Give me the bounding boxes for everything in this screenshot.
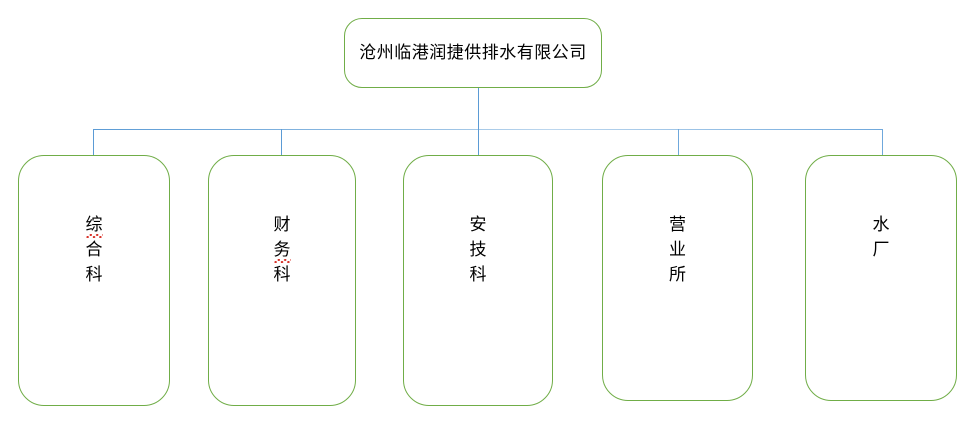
connector-drop-5 [882,129,884,156]
org-node-child-1-label: 综 合 科 [19,213,169,288]
org-node-child-4-label: 营 业 所 [603,213,752,288]
org-node-char: 科 [469,265,487,285]
org-node-char: 财 [273,215,291,235]
org-node-char: 科 [85,265,103,285]
org-node-child-3-label: 安 技 科 [404,213,552,288]
org-node-child-5[interactable]: 水 厂 [805,155,957,401]
org-node-root-label: 沧州临港润捷供排水有限公司 [359,42,587,63]
connector-drop-4 [678,129,680,156]
connector-drop-2 [281,129,283,156]
connector-drop-1 [93,129,95,156]
connector-horizontal-bus [93,129,883,131]
connector-drop-3 [478,129,480,156]
org-node-char: 业 [669,240,686,260]
org-node-child-2-label: 财 务 科 [209,213,355,288]
org-node-char: 合 [85,240,103,260]
org-node-child-2[interactable]: 财 务 科 [208,155,356,406]
org-node-root[interactable]: 沧州临港润捷供排水有限公司 [344,18,602,88]
org-node-char: 综 [85,213,103,238]
org-node-char: 水 [872,215,890,235]
org-node-child-5-label: 水 厂 [806,213,956,263]
org-node-char: 安 [469,215,487,235]
org-node-char: 技 [469,240,487,260]
org-node-char: 所 [669,265,686,285]
org-node-child-4[interactable]: 营 业 所 [602,155,753,401]
org-node-char: 厂 [872,240,890,260]
org-node-char: 营 [669,215,686,235]
org-node-char: 务 [273,238,291,263]
org-node-child-3[interactable]: 安 技 科 [403,155,553,406]
org-node-char: 科 [273,265,291,285]
connector-root-stem [478,88,480,130]
org-node-child-1[interactable]: 综 合 科 [18,155,170,406]
